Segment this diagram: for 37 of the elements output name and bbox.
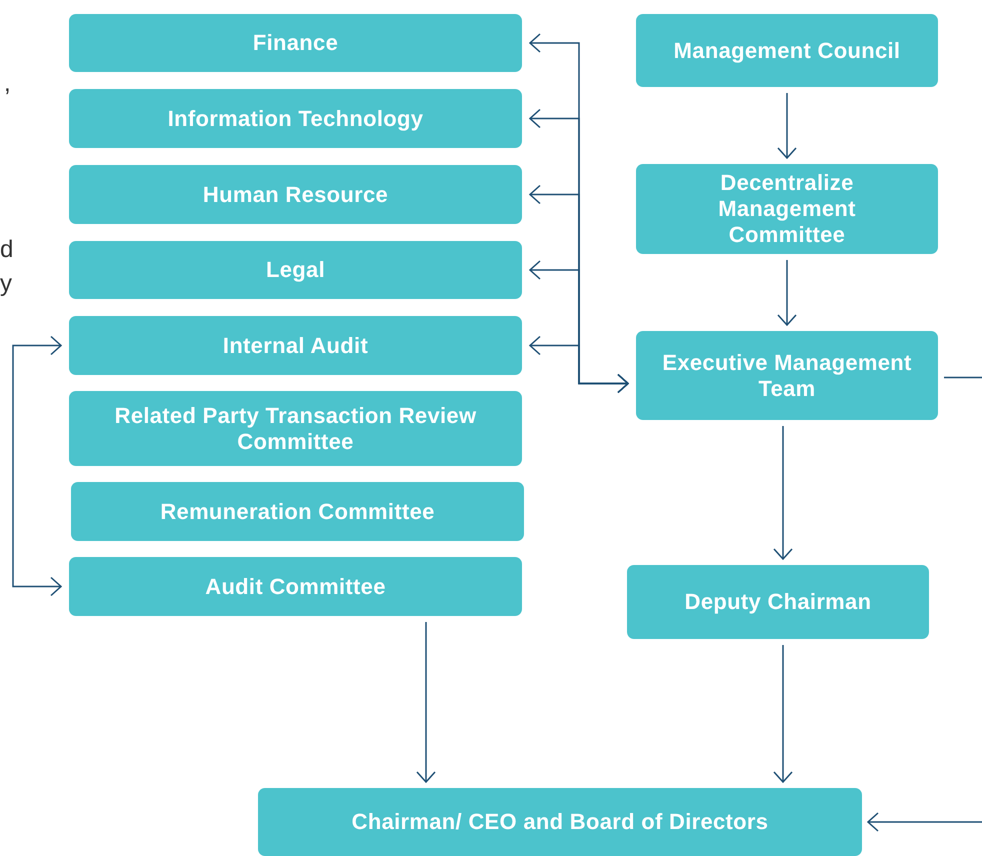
unit-name: Human Resource <box>202 182 388 208</box>
cut-off-text: , <box>4 72 11 96</box>
org-box <box>627 565 929 639</box>
arrow <box>773 426 793 560</box>
unit-name: Remuneration Committee <box>160 498 435 524</box>
arrow <box>529 336 629 394</box>
arrow <box>867 812 982 832</box>
arrow <box>777 260 797 326</box>
arrow <box>773 645 793 783</box>
org-box <box>69 557 522 616</box>
unit-name: Audit Committee <box>205 574 386 600</box>
arrow <box>777 93 797 159</box>
org-box <box>69 241 522 299</box>
org-box <box>69 14 522 72</box>
arrow <box>12 336 62 596</box>
unit-name: Deputy Chairman <box>684 589 872 615</box>
org-box <box>636 164 938 254</box>
org-box <box>636 14 938 87</box>
org-box <box>69 391 522 466</box>
unit-name: Decentralize Management Committee <box>717 170 857 248</box>
unit-name: Internal Audit <box>222 332 368 358</box>
org-box <box>69 316 522 375</box>
unit-name: Information Technology <box>168 106 424 132</box>
cut-off-text: y <box>0 272 12 296</box>
org-box <box>636 331 938 420</box>
arrow <box>416 622 436 783</box>
unit-name: Chairman/ CEO and Board of Directors <box>352 809 768 835</box>
cut-off-text: d <box>0 238 14 262</box>
org-box <box>71 482 524 541</box>
unit-name: Finance <box>252 30 338 56</box>
unit-name: Management Council <box>674 38 900 64</box>
unit-name: Related Party Transaction Review Committee <box>114 402 478 454</box>
org-box <box>69 165 522 224</box>
unit-name: Legal <box>266 257 325 283</box>
org-box <box>69 89 522 148</box>
unit-name: Executive Management Team <box>661 350 913 402</box>
org-box <box>258 788 862 856</box>
